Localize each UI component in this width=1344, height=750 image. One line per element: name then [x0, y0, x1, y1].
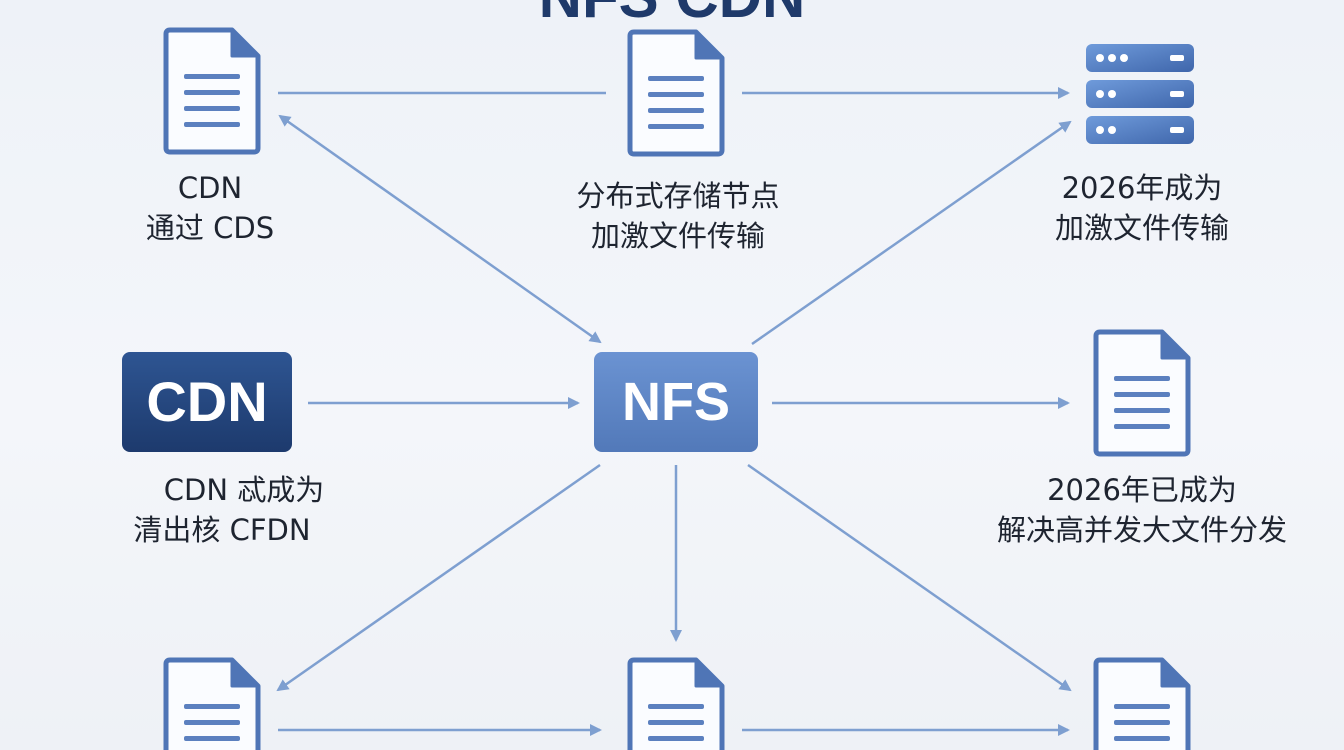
label-top-right-line2: 加激文件传输 — [1054, 211, 1230, 245]
arrow-topleft-nfs — [278, 114, 602, 344]
label-middle-right: 2026年已成为 解决高并发大文件分发 — [997, 470, 1287, 550]
label-top-left-line2: 通过 CDS — [145, 211, 275, 245]
label-top-right: 2026年成为 加激文件传输 — [1055, 168, 1229, 248]
label-middle-left-line1: CDN 忒成为 — [163, 473, 325, 507]
label-middle-left-line2: 清出核 CFDN — [133, 513, 311, 547]
nfs-node-box — [594, 352, 758, 452]
arrow-nfs-bottomleft — [276, 463, 601, 692]
document-icon-middle-right — [1096, 332, 1188, 454]
diagram-title: NFS CDN — [539, 0, 806, 31]
arrow-nfs-bottomright — [747, 463, 1072, 692]
document-icon-bottom-center — [630, 660, 722, 750]
label-top-center-line1: 分布式存储节点 — [576, 179, 780, 213]
label-middle-right-line2: 解决高并发大文件分发 — [996, 513, 1288, 547]
arrow-nfs-server — [751, 120, 1072, 346]
document-icon-top-left — [166, 30, 258, 152]
label-middle-left: CDN 忒成为 清出核 CFDN — [120, 470, 325, 550]
cdn-node-box — [122, 352, 292, 452]
label-top-left: CDN 通过 CDS — [146, 168, 274, 248]
label-top-right-line1: 2026年成为 — [1061, 171, 1223, 205]
label-middle-right-line1: 2026年已成为 — [1047, 473, 1237, 507]
label-top-center-line2: 加激文件传输 — [590, 219, 766, 253]
connector-lines — [276, 87, 1072, 736]
label-top-left-line1: CDN — [177, 171, 243, 205]
nfs-box-label: NFS — [622, 372, 730, 432]
cdn-box-label: CDN — [146, 370, 268, 433]
document-icon-bottom-left — [166, 660, 258, 750]
server-icon — [1086, 44, 1194, 144]
label-top-center: 分布式存储节点 加激文件传输 — [576, 176, 779, 256]
document-icon-top-center — [630, 32, 722, 154]
document-icon-bottom-right — [1096, 660, 1188, 750]
